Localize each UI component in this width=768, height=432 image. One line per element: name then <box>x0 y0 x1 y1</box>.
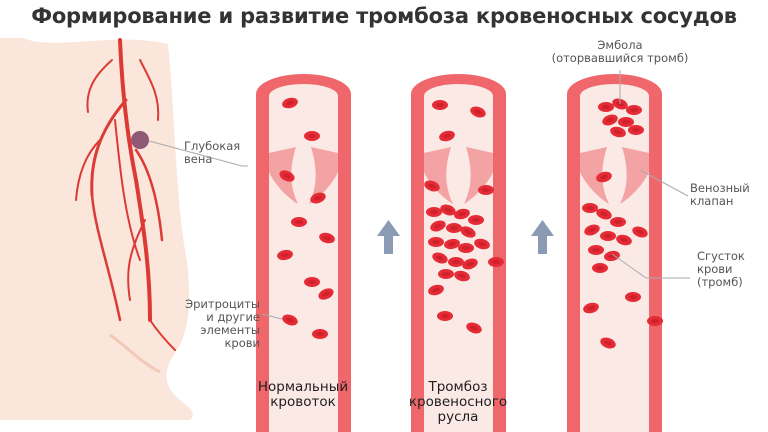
flow-arrow-2 <box>531 220 554 254</box>
caption-thrombosis: Тромбоз кровеносного русла <box>408 379 508 425</box>
leg-illustration <box>0 38 193 420</box>
flow-arrow-1 <box>377 220 400 254</box>
label-erythrocytes: Эритроциты и другие элементы крови <box>185 297 260 350</box>
diagram-title: Формирование и развитие тромбоза кровено… <box>31 4 737 28</box>
deep-vein-marker <box>131 131 149 149</box>
leader-lines <box>611 70 690 279</box>
caption-normal-flow: Нормальный кровоток <box>257 379 349 410</box>
vessel-embolus <box>567 74 663 432</box>
vessel-thrombosis <box>411 74 506 432</box>
label-clot: Сгусток крови (тромб) <box>697 249 745 289</box>
label-venous-valve: Венозный клапан <box>690 181 750 208</box>
vessel-normal <box>256 74 351 432</box>
label-embolus: Эмбола (оторвавшийся тромб) <box>551 38 689 65</box>
label-deep-vein: Глубокая вена <box>184 139 241 166</box>
leg-arteries <box>75 38 176 351</box>
